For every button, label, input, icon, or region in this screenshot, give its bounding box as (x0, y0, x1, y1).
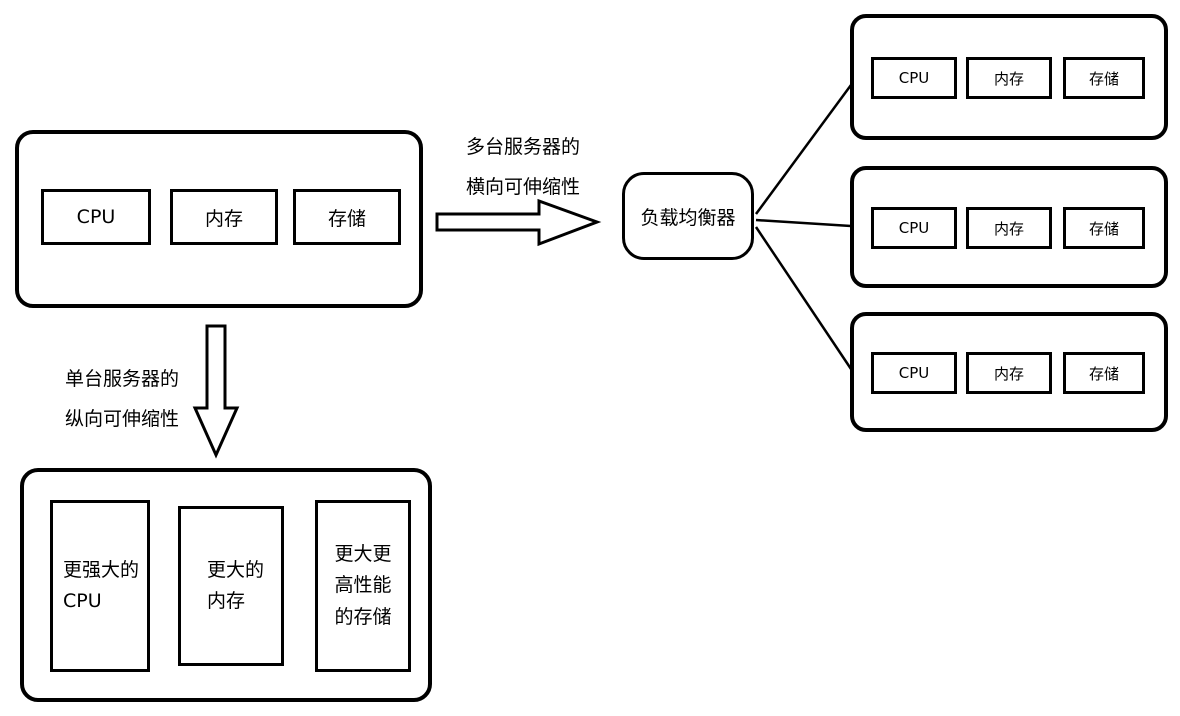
horizontal-scaling-label: 多台服务器的 横向可伸缩性 (465, 136, 580, 198)
scaled-server-box: 更强大的 CPU 更大的 内存 更大更 高性能 的存储 (20, 468, 432, 702)
cluster-server-2-storage: 存储 (1063, 207, 1145, 249)
cluster-server-1-storage: 存储 (1063, 57, 1145, 99)
vertical-scaling-arrow (192, 324, 240, 459)
cluster-server-3-memory: 内存 (966, 352, 1052, 394)
cluster-server-2: CPU 内存 存储 (850, 166, 1168, 288)
single-server-memory: 内存 (170, 189, 278, 245)
single-server-box: CPU 内存 存储 (15, 130, 423, 308)
single-server-storage: 存储 (293, 189, 401, 245)
connector-line-bottom (754, 226, 853, 370)
single-server-cpu: CPU (41, 189, 151, 245)
load-balancer-label: 负载均衡器 (640, 206, 736, 229)
cluster-server-2-memory: 内存 (966, 207, 1052, 249)
scaled-server-memory: 更大的 内存 (178, 506, 284, 666)
cluster-server-3: CPU 内存 存储 (850, 312, 1168, 432)
vertical-scaling-label: 单台服务器的 纵向可伸缩性 (64, 368, 179, 430)
cluster-server-1-cpu: CPU (871, 57, 957, 99)
connector-line-middle (755, 218, 852, 228)
load-balancer-box: 负载均衡器 (622, 172, 754, 260)
cluster-server-2-cpu: CPU (871, 207, 957, 249)
connector-line-top (754, 84, 853, 215)
cluster-server-3-cpu: CPU (871, 352, 957, 394)
scaled-server-storage: 更大更 高性能 的存储 (315, 500, 411, 672)
cluster-server-1-memory: 内存 (966, 57, 1052, 99)
scaled-server-cpu: 更强大的 CPU (50, 500, 150, 672)
cluster-server-3-storage: 存储 (1063, 352, 1145, 394)
cluster-server-1: CPU 内存 存储 (850, 14, 1168, 140)
